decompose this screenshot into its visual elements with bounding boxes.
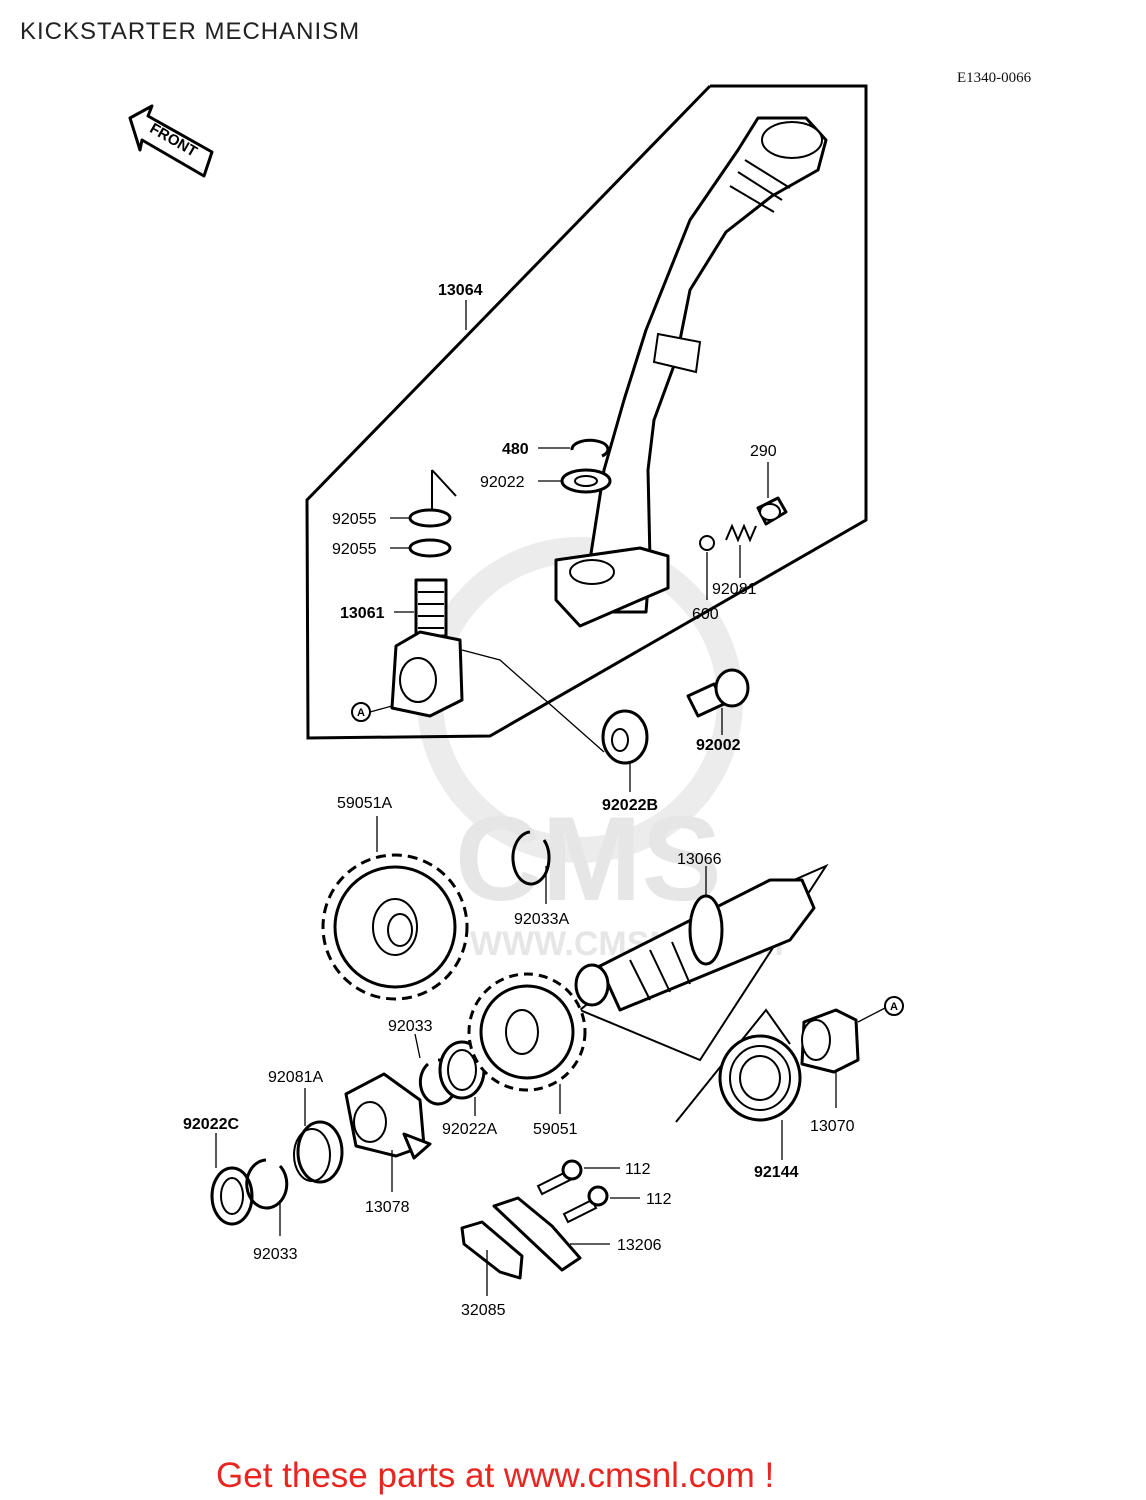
label-92055-upper: 92055 [332,511,377,528]
label-92022: 92022 [480,474,525,491]
watermark: CMS WWW.CMSNL.COM [417,537,784,963]
label-92022b: 92022B [602,797,658,814]
label-13066: 13066 [677,851,722,868]
label-92033-upper: 92033 [388,1018,433,1035]
label-92055-lower: 92055 [332,541,377,558]
front-arrow-icon: FRONT [128,104,214,178]
svg-text:A: A [890,1001,898,1013]
page-title: KICKSTARTER MECHANISM [20,18,360,45]
footer-cta-link[interactable]: Get these parts at www.cmsnl.com ! [216,1456,774,1495]
washer-92022c [210,1166,254,1226]
ratchet-13078 [344,1072,432,1160]
gear-59051 [467,972,587,1092]
label-59051a: 59051A [337,795,392,812]
ball-600 [699,535,715,551]
spring-290 [756,496,788,526]
bolt-112-upper [536,1159,583,1196]
plate-32085 [460,1220,524,1280]
gear-59051a [321,853,469,1001]
label-112-lower: 112 [646,1191,672,1208]
label-92022a: 92022A [442,1121,497,1138]
label-480: 480 [502,441,529,458]
label-92033a: 92033A [514,911,569,928]
label-112-upper: 112 [625,1161,651,1178]
kick-shaft-13066 [574,863,829,1062]
washer-92022 [560,468,612,494]
bolt-92002 [686,668,750,718]
ref-marker-a-lower: A [884,996,904,1016]
label-600: 600 [692,606,719,623]
spring-92081a [293,1120,344,1184]
label-13070: 13070 [810,1118,855,1135]
guide-13206 [492,1196,582,1272]
kick-spring-92144 [675,1008,802,1123]
label-92002: 92002 [696,737,741,754]
washer-92022b [601,709,649,765]
label-92081: 92081 [712,581,757,598]
svg-text:A: A [357,707,365,719]
bolt-112-lower [562,1185,609,1224]
label-92022c: 92022C [183,1116,239,1133]
oring-92055-lower [408,538,452,558]
ball-spring-92081 [725,523,757,543]
label-13078: 13078 [365,1199,410,1216]
diagram-code: E1340-0066 [957,70,1032,86]
label-92144: 92144 [754,1164,799,1181]
kick-pedal [554,116,828,628]
watermark-text: CMS [455,792,722,926]
ref-marker-a-upper: A [351,702,371,722]
oring-92055-upper [408,508,452,528]
collar-13070 [800,1008,860,1074]
label-32085: 32085 [461,1302,506,1319]
label-59051: 59051 [533,1121,578,1138]
pedal-assembly-boundary [305,84,868,740]
label-92033-lower: 92033 [253,1246,298,1263]
label-13206: 13206 [617,1237,662,1254]
circlip-92033a [511,830,551,886]
label-13064: 13064 [438,282,483,299]
label-92081a: 92081A [268,1069,323,1086]
circlip-92033-lower [245,1158,289,1210]
label-13061: 13061 [340,605,385,622]
circlip-480 [570,438,610,458]
label-290: 290 [750,443,777,460]
kick-shaft-13061 [390,578,464,718]
